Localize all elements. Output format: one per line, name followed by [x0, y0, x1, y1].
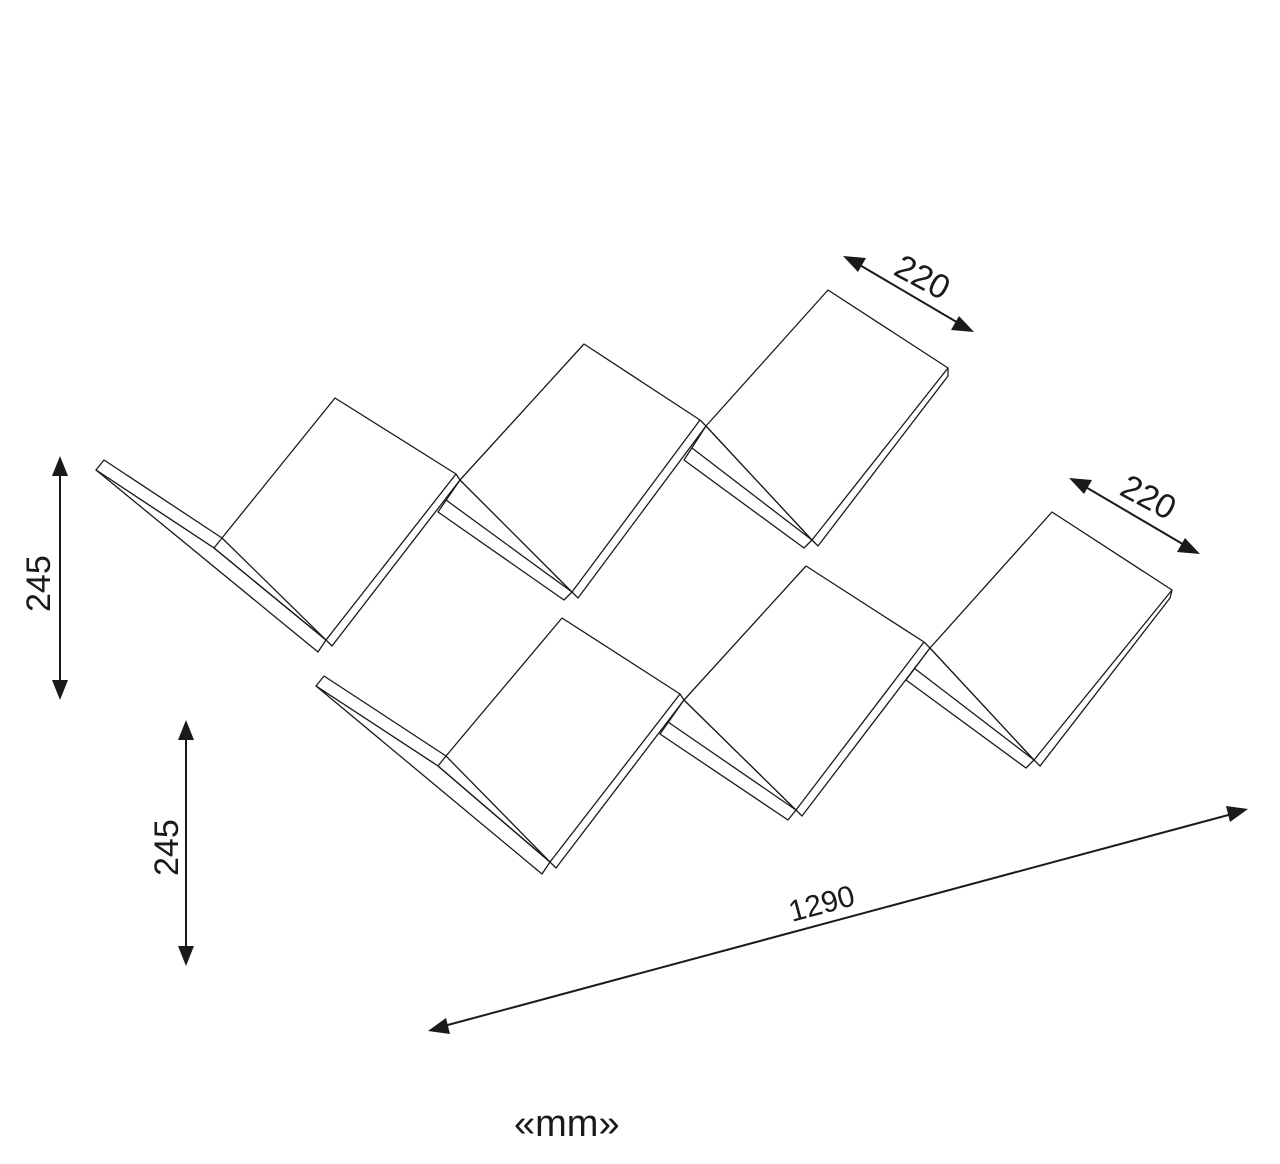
arrow-head-icon	[52, 456, 68, 476]
upper-shelf-board-1	[221, 397, 457, 641]
lower-height-label: 245	[148, 819, 186, 876]
lower-shelf-board-1	[445, 617, 681, 863]
arrow-head-icon	[1177, 538, 1200, 554]
arrow-head-icon	[178, 946, 194, 966]
arrow-head-icon	[52, 680, 68, 700]
unit-label: «mm»	[514, 1103, 620, 1145]
total-width-label: 1290	[785, 880, 858, 929]
upper-height-label: 245	[20, 555, 58, 612]
lower-shelf-left-panel	[315, 675, 447, 767]
upper-shelf-unit	[95, 289, 949, 653]
upper-height-dimension: 245	[20, 456, 68, 700]
arrow-head-icon	[428, 1018, 450, 1034]
bottom-depth-label: 220	[1114, 468, 1182, 528]
upper-shelf-board-2	[459, 343, 701, 593]
arrow-head-icon	[843, 256, 866, 272]
arrow-head-icon	[1226, 806, 1248, 822]
top-depth-label: 220	[888, 248, 956, 308]
lower-height-dimension: 245	[148, 720, 194, 966]
lower-shelf-unit	[315, 511, 1173, 875]
upper-shelf-left-panel	[95, 459, 223, 549]
arrow-head-icon	[178, 720, 194, 740]
arrow-head-icon	[951, 316, 974, 332]
arrow-head-icon	[1069, 478, 1092, 494]
